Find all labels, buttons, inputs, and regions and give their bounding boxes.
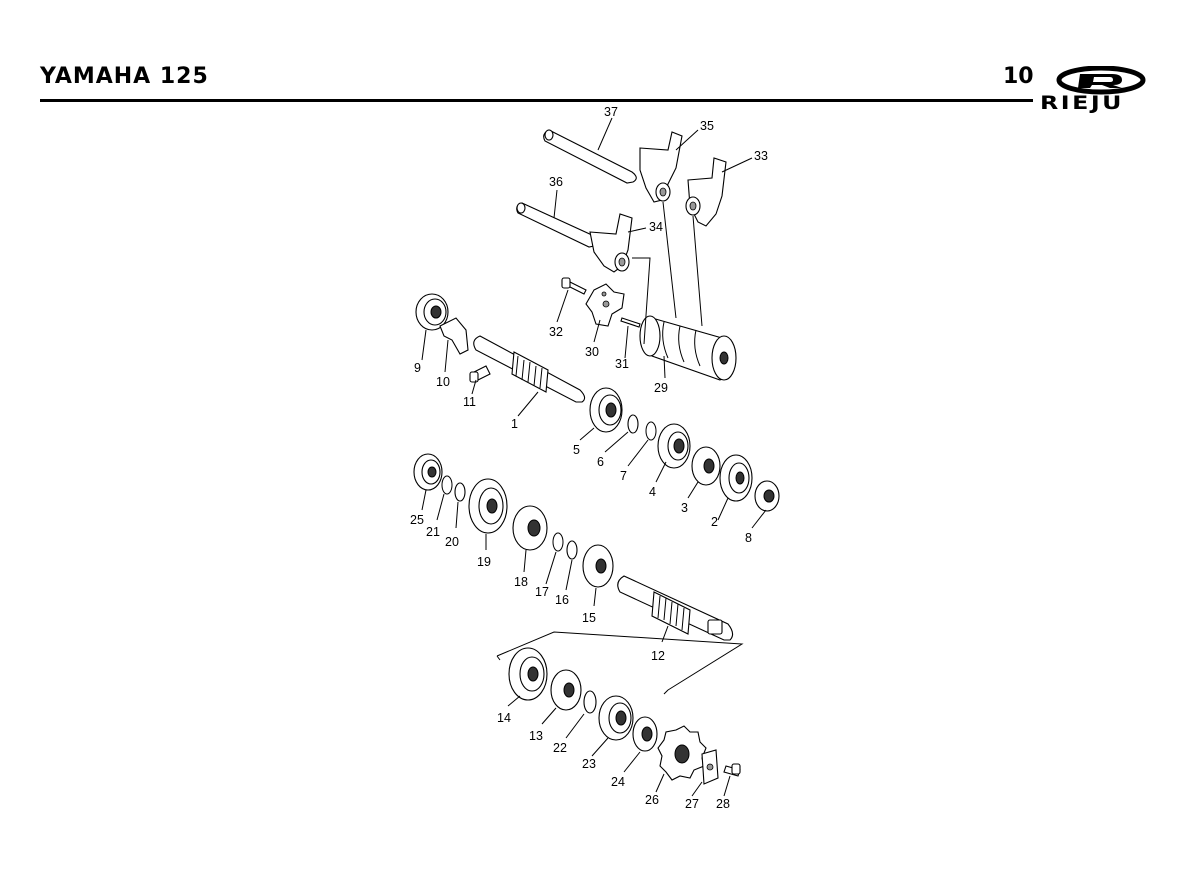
callout-18: 18 <box>514 575 528 589</box>
callout-12: 12 <box>651 649 665 663</box>
brand-logo-text: RIEJU <box>1040 92 1124 114</box>
callout-35: 35 <box>700 119 714 133</box>
gear-15 <box>582 544 614 588</box>
seal-24 <box>632 716 658 752</box>
sprocket-26 <box>657 725 707 781</box>
callout-5: 5 <box>573 443 580 457</box>
shift-fork-33 <box>685 157 727 227</box>
gear-18 <box>512 505 548 551</box>
pin-31 <box>620 317 641 328</box>
callout-13: 13 <box>529 729 543 743</box>
callout-24: 24 <box>611 775 625 789</box>
bearing-25 <box>413 453 443 491</box>
circlip-7 <box>645 421 657 441</box>
bearing-9 <box>415 293 449 331</box>
callout-31: 31 <box>615 357 629 371</box>
gear-19 <box>468 478 508 534</box>
callout-29: 29 <box>654 381 668 395</box>
gear-13 <box>550 669 582 711</box>
star-plate-30 <box>585 283 625 327</box>
shift-rod-36 <box>516 202 598 248</box>
shift-fork-34 <box>589 213 633 273</box>
gear-4 <box>657 423 691 469</box>
callout-2: 2 <box>711 515 718 529</box>
callout-36: 36 <box>549 175 563 189</box>
callout-17: 17 <box>535 585 549 599</box>
retainer-10 <box>439 317 469 355</box>
callout-19: 19 <box>477 555 491 569</box>
gear-3 <box>691 446 721 486</box>
counter-axle-12 <box>617 575 734 641</box>
gear-14 <box>508 647 548 701</box>
callout-3: 3 <box>681 501 688 515</box>
callout-10: 10 <box>436 375 450 389</box>
circlip-17 <box>552 532 564 552</box>
shift-fork-35 <box>639 131 683 203</box>
callout-34: 34 <box>649 220 663 234</box>
callout-32: 32 <box>549 325 563 339</box>
callout-33: 33 <box>754 149 768 163</box>
callout-20: 20 <box>445 535 459 549</box>
washer-22 <box>583 690 597 714</box>
callout-15: 15 <box>582 611 596 625</box>
circlip-21 <box>441 475 453 495</box>
page-number: 10 <box>1003 64 1034 89</box>
callout-11: 11 <box>463 395 476 409</box>
callout-28: 28 <box>716 797 730 811</box>
callout-6: 6 <box>597 455 604 469</box>
main-axle-1 <box>473 335 586 403</box>
header-rule <box>40 99 1033 102</box>
callout-37: 37 <box>604 105 618 119</box>
callout-8: 8 <box>745 531 752 545</box>
washer-20 <box>454 482 466 502</box>
group-bracket <box>496 631 744 695</box>
callout-labels: 37 35 33 36 34 32 30 31 29 9 10 11 1 5 6… <box>410 105 768 811</box>
page-title: YAMAHA 125 <box>40 64 209 89</box>
bolt-28 <box>723 763 741 777</box>
callout-21: 21 <box>426 525 440 539</box>
callout-9: 9 <box>414 361 421 375</box>
gear-5 <box>589 387 623 433</box>
callout-16: 16 <box>555 593 569 607</box>
screw-11 <box>469 365 491 383</box>
washer-16 <box>566 540 578 560</box>
gear-2 <box>719 454 753 502</box>
callout-23: 23 <box>582 757 596 771</box>
bolt-32 <box>561 277 587 295</box>
shift-rod-37 <box>543 129 637 184</box>
callout-7: 7 <box>620 469 627 483</box>
washer-6 <box>627 414 639 434</box>
lock-plate-27 <box>701 749 719 785</box>
callout-1: 1 <box>511 417 518 431</box>
callout-26: 26 <box>645 793 659 807</box>
callout-4: 4 <box>649 485 656 499</box>
bearing-23 <box>598 695 634 741</box>
callout-14: 14 <box>497 711 511 725</box>
leader-lines <box>421 117 767 797</box>
callout-22: 22 <box>553 741 567 755</box>
callout-30: 30 <box>585 345 599 359</box>
callout-25: 25 <box>410 513 424 527</box>
shift-drum-29 <box>639 315 737 381</box>
brand-logo-icon <box>1056 66 1146 95</box>
bearing-8 <box>754 480 780 512</box>
callout-27: 27 <box>685 797 699 811</box>
